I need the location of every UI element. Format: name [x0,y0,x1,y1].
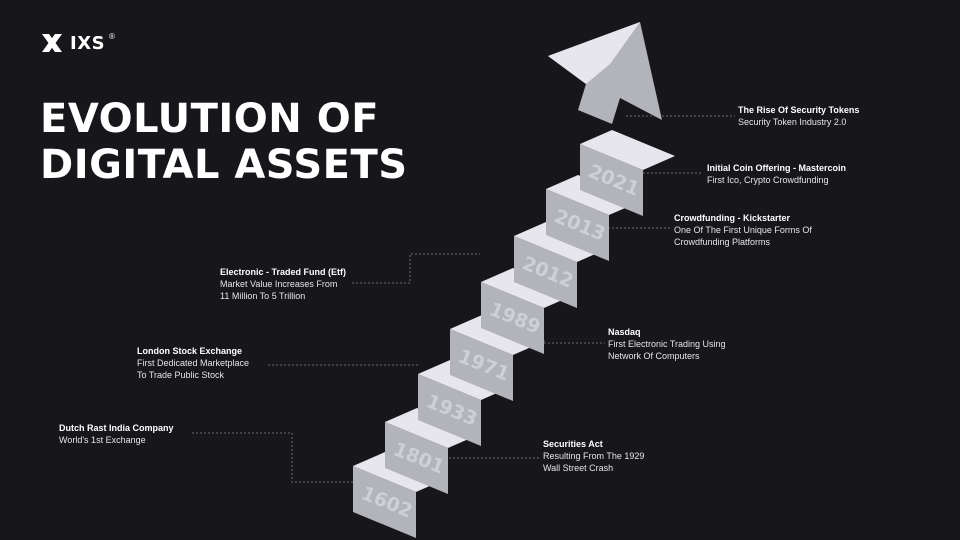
event-description: Resulting From The 1929 Wall Street Cras… [543,451,645,473]
event-1933: London Stock Exchange First Dedicated Ma… [137,345,357,381]
connector-line-1989 [352,253,480,284]
event-description: Security Token Industry 2.0 [738,117,847,127]
event-description: First Ico, Crypto Crowdfunding [707,175,829,185]
event-1801: Securities Act Resulting From The 1929 W… [543,438,763,474]
step-face-1989 [481,282,544,354]
registered-mark: ® [109,31,115,41]
event-1989: Electronic - Traded Fund (Etf) Market Va… [220,266,440,302]
page-title: EVOLUTION OF DIGITAL ASSETS [40,96,408,188]
event-title: Initial Coin Offering - Mastercoin [707,163,847,173]
step-face-1801 [385,422,448,494]
page-title-line-2: DIGITAL ASSETS [40,142,408,188]
step-tread-1971 [450,315,545,355]
event-2012: Crowdfunding - Kickstarter One Of The Fi… [674,212,894,248]
step-face-1602 [353,466,416,538]
step-tread-1801 [385,408,480,448]
event-description: Market Value Increases From 11 Million T… [220,279,338,301]
event-title: Crowdfunding - Kickstarter [674,213,791,223]
event-title: Dutch Rast India Company [59,423,174,433]
step-face-2021 [580,144,643,216]
event-2013: Initial Coin Offering - Mastercoin First… [707,162,927,186]
step-tread-1989 [481,268,576,308]
step-face-2012 [514,236,577,308]
connector-line-1602 [192,432,358,483]
event-title: London Stock Exchange [137,346,243,356]
event-1602: Dutch Rast India Company World's 1st Exc… [59,422,279,446]
arrow-up-highlight [548,22,640,84]
step-face-2013 [546,189,609,261]
brand-logo: IXS ® [40,32,115,54]
event-title: Securities Act [543,439,603,449]
page-title-line-1: EVOLUTION OF [40,96,380,142]
event-title: Nasdaq [608,327,641,337]
event-description: One Of The First Unique Forms Of Crowdfu… [674,225,812,247]
event-title: Electronic - Traded Fund (Etf) [220,267,347,277]
brand-name: IXS [70,32,106,54]
event-description: World's 1st Exchange [59,435,146,445]
event-1971: Nasdaq First Electronic Trading Using Ne… [608,326,828,362]
step-tread-2012 [514,222,609,262]
step-tread-2021 [580,130,675,170]
event-description: First Dedicated Marketplace To Trade Pub… [137,358,250,380]
ixs-logo-icon [42,34,62,52]
event-2021: The Rise Of Security Tokens Security Tok… [738,104,958,128]
event-title: The Rise Of Security Tokens [738,105,860,115]
event-description: First Electronic Trading Using Network O… [608,339,726,361]
step-face-1933 [418,374,481,446]
step-face-1971 [450,329,513,401]
